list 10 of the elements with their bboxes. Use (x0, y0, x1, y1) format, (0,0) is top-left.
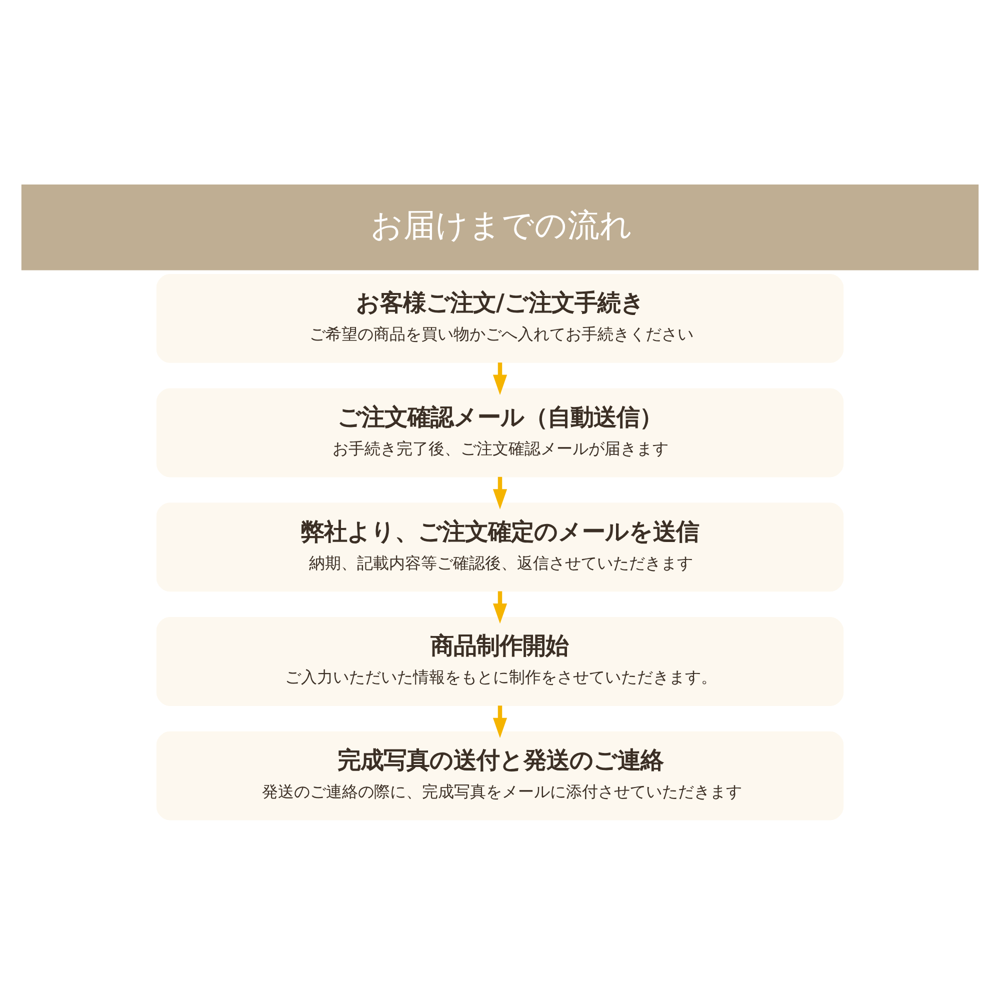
node-box: 弊社より、ご注文確定のメールを送信 納期、記載内容等ご確認後、返信させていただきます (156, 502, 844, 592)
diagram-title: お届けまでの流れ (370, 208, 632, 244)
node-box: お客様ご注文/ご注文手続き ご希望の商品を買い物かごへ入れてお手続きください (156, 274, 844, 363)
arrow (492, 591, 508, 624)
arrow (492, 476, 508, 510)
arrow (492, 706, 508, 738)
node-box: ご注文確認メール（自動送信） お手続き完了後、ご注文確認メールが届きます (156, 388, 844, 478)
node-box: 完成写真の送付と発送のご連絡 発送のご連絡の際に、完成写真をメールに添付させていただきます (156, 731, 844, 820)
arrow (492, 362, 508, 395)
node-box: 商品制作開始 ご入力いただいた情報をもとに制作をさせていただきます。 (156, 617, 844, 706)
